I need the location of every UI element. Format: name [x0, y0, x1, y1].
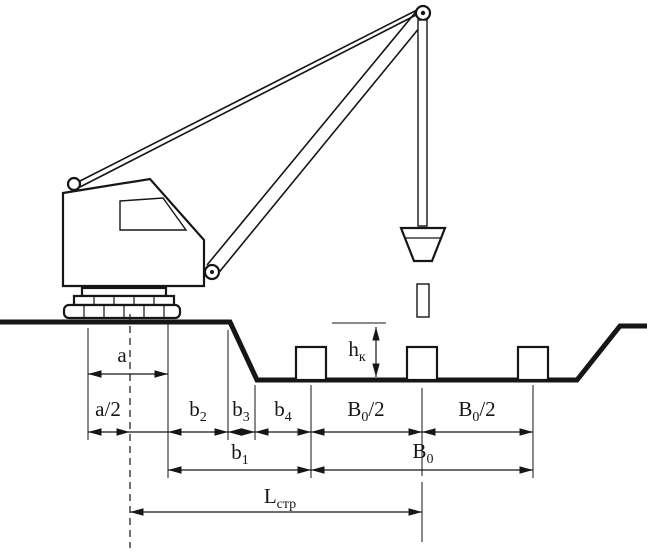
label-a: a [117, 343, 127, 367]
foundation-block [516, 345, 550, 382]
label-b4: b4 [274, 397, 292, 425]
label-b1: b1 [231, 440, 249, 468]
boom-chord-upper [206, 7, 420, 266]
foundation-blocks [294, 345, 550, 382]
grab-bucket [399, 226, 447, 263]
label-a-half: a/2 [95, 397, 121, 421]
boom-chord-lower [215, 15, 430, 277]
lowered-element [416, 283, 430, 318]
label-B0: B0 [412, 439, 433, 467]
pendant-cable-lower [79, 13, 419, 188]
carriage-frame [72, 294, 176, 307]
hoist-assembly [399, 4, 447, 318]
pendant-cable-upper [79, 9, 418, 182]
label-L-str: Lстр [264, 484, 296, 512]
label-b3: b3 [232, 397, 250, 425]
crane-undercarriage [62, 286, 182, 320]
foundation-block [405, 345, 439, 382]
label-b2: b2 [189, 397, 207, 425]
dimension-chains: a a/2 b2 b3 b4 B0/2 B0/2 b1 B0 Lстр hк [87, 314, 534, 548]
winch-drum-icon [66, 176, 82, 192]
label-B0-half-right: B0/2 [458, 397, 495, 425]
hoist-line [417, 19, 428, 227]
foundation-block [294, 345, 328, 382]
label-B0-half-left: B0/2 [347, 397, 384, 425]
boom-foot-pin [210, 270, 214, 274]
turntable [80, 286, 168, 298]
crane-cab-window [119, 197, 188, 231]
label-hk: hк [348, 337, 366, 365]
crane [61, 7, 430, 320]
track-pad [62, 303, 182, 320]
pulley-pin [420, 10, 426, 16]
